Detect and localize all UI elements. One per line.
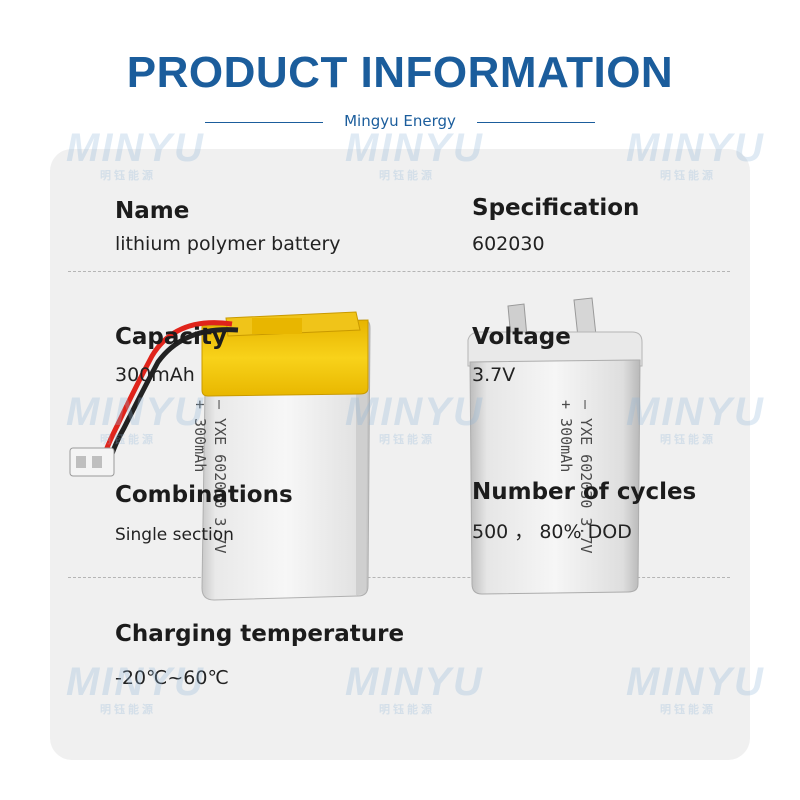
battery-with-cable-image bbox=[69, 311, 371, 601]
page-subtitle: Mingyu Energy bbox=[344, 112, 456, 130]
name-label: Name bbox=[115, 198, 190, 224]
charging-temperature-label: Charging temperature bbox=[115, 621, 405, 647]
specification-value: 602030 bbox=[472, 233, 545, 255]
row-divider-1 bbox=[68, 271, 730, 272]
battery-left-print-line1: — YXE 602030 3.7V bbox=[211, 400, 229, 554]
capacity-label: Capacity bbox=[115, 324, 227, 350]
voltage-value: 3.7V bbox=[472, 364, 516, 386]
page-title: PRODUCT INFORMATION bbox=[126, 48, 674, 97]
cycles-label: Number of cycles bbox=[472, 479, 697, 505]
charging-temperature-value: -20℃~60℃ bbox=[115, 667, 229, 689]
battery-left-print-line2: + 300mAh bbox=[191, 400, 209, 473]
row-divider-2 bbox=[68, 577, 730, 578]
battery-left-print: — YXE 602030 3.7V + 300mAh bbox=[170, 400, 230, 554]
voltage-label: Voltage bbox=[472, 324, 571, 350]
name-value: lithium polymer battery bbox=[115, 233, 341, 255]
battery-bare-cell-image bbox=[467, 297, 643, 595]
specification-label: Specification bbox=[472, 195, 640, 221]
combinations-value: Single section bbox=[115, 525, 234, 545]
subtitle-left-rule bbox=[205, 122, 323, 123]
cycles-value: 500 ， 80% DOD bbox=[472, 521, 632, 543]
capacity-value: 300mAh bbox=[115, 364, 195, 386]
subtitle-right-rule bbox=[477, 122, 595, 123]
combinations-label: Combinations bbox=[115, 482, 293, 508]
